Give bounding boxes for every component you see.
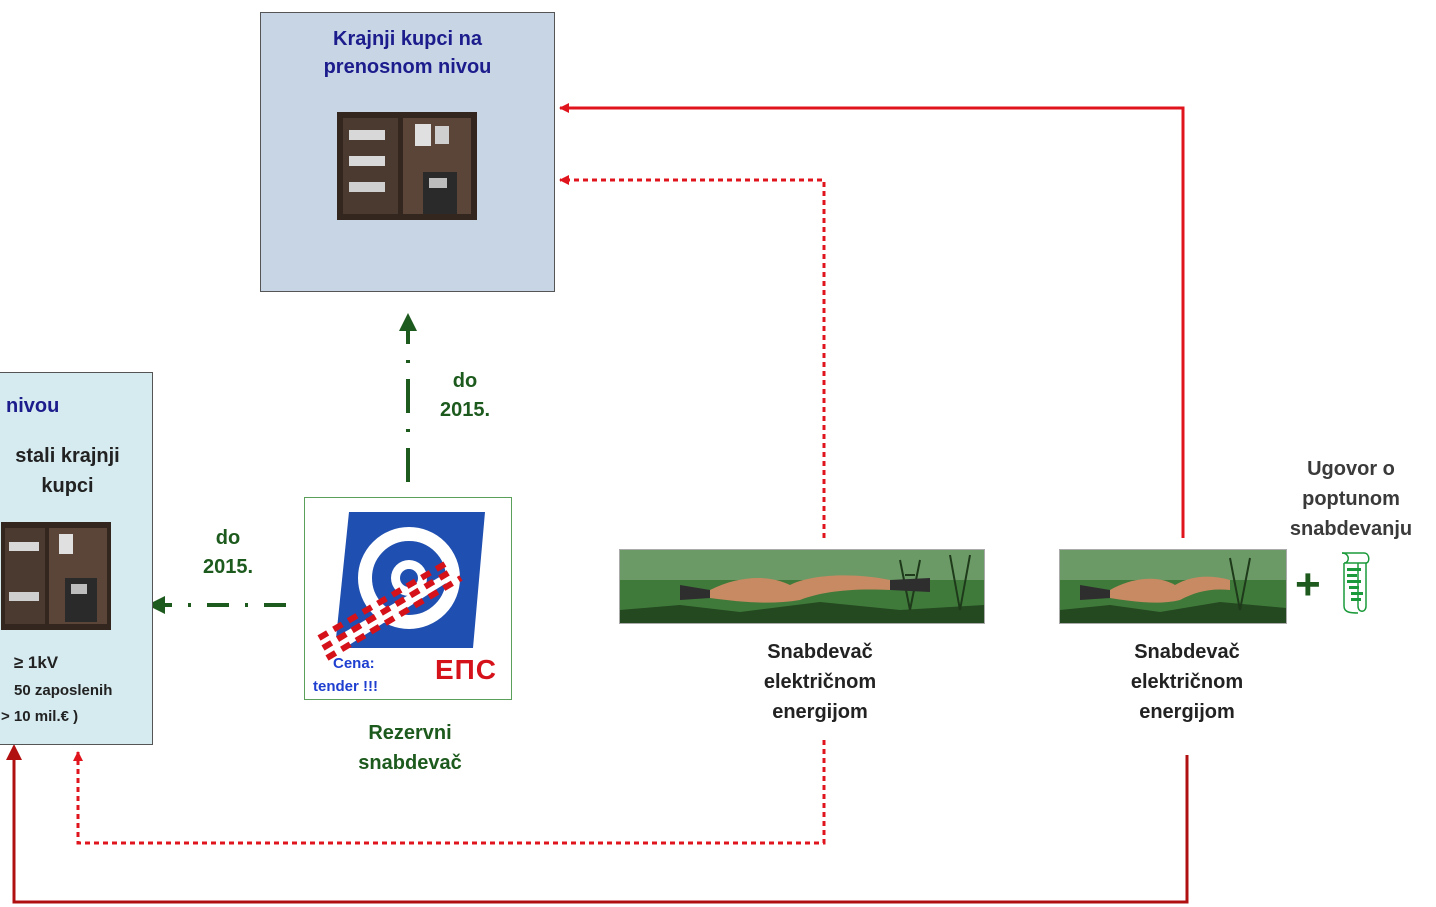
arrow-supplier2-to-left: [6, 744, 1189, 904]
meter-cabinet-image: [337, 112, 477, 220]
contract-label: Ugovor o poptunom snabdevanju: [1289, 458, 1413, 540]
left-box-title: nivou: [6, 395, 60, 417]
eps-price-label: Cena:: [333, 655, 375, 672]
left-customers-box: nivou stali krajnji kupci ≥ 1kV 50 zapos…: [0, 372, 153, 745]
contract-scroll-icon: [1341, 552, 1370, 614]
eps-logo: ЕПС Cena: tender !!!: [304, 497, 512, 700]
deadline-label-vertical: do 2015.: [439, 370, 491, 421]
supplier-1-label: Snabdevač električnom energijom: [763, 641, 877, 723]
eps-caption: Rezervni snabdevač: [358, 722, 462, 774]
top-box-title: Krajnji kupci na prenosnom nivou: [323, 28, 492, 78]
eps-price-value: tender !!!: [313, 678, 378, 695]
arrow-supplier2-to-top: [559, 103, 1185, 538]
plus-sign: +: [1295, 560, 1321, 609]
criteria-voltage: ≥ 1kV: [13, 653, 59, 672]
arrow-supplier1-to-left: [73, 740, 826, 845]
criteria-revenue: > 10 mil.€ ): [1, 708, 79, 725]
supplier-2-label: Snabdevač električnom energijom: [1130, 641, 1244, 723]
handshake-image-supplier-2: [1059, 549, 1287, 624]
meter-cabinet-image: [1, 522, 111, 630]
eps-emblem: [315, 512, 485, 661]
left-box-subtitle: stali krajnji kupci: [15, 445, 120, 497]
handshake-image-supplier-1: [619, 549, 985, 624]
deadline-label-horizontal: do 2015.: [202, 527, 254, 578]
criteria-employees: 50 zaposlenih: [14, 682, 113, 699]
eps-logo-text: ЕПС: [435, 654, 498, 685]
arrow-supplier1-to-top: [559, 175, 826, 538]
top-customers-box: Krajnji kupci na prenosnom nivou: [260, 12, 555, 292]
